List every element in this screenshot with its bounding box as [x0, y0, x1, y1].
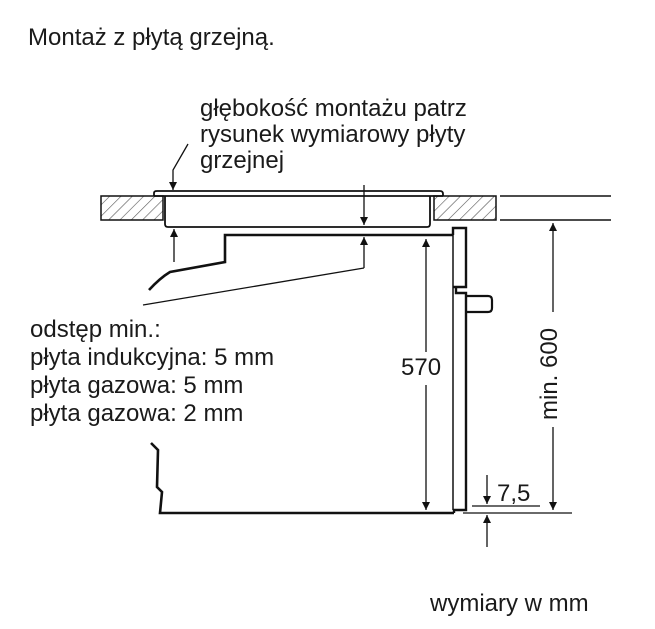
oven-door	[451, 226, 468, 513]
units-note: wymiary w mm	[430, 590, 589, 617]
hob	[153, 190, 444, 228]
countertop-right	[433, 195, 497, 221]
bottom-offset-dimension-label: 7,5	[497, 480, 531, 507]
depth-note-line: głębokość montażu patrz	[200, 95, 467, 122]
gap-note-line: płyta gazowa: 2 mm	[30, 400, 244, 427]
gap-note-line: płyta gazowa: 5 mm	[30, 372, 244, 399]
depth-note-line: grzejnej	[200, 147, 285, 174]
depth-note-line: rysunek wymiarowy płyty	[200, 121, 466, 148]
countertop-left	[100, 195, 164, 221]
gap-note-line: płyta indukcyjna: 5 mm	[30, 344, 275, 371]
depth-leader-arrow	[169, 143, 189, 190]
diagram-title: Montaż z płytą grzejną.	[28, 24, 275, 51]
knob-icon	[466, 294, 494, 314]
oven-body	[148, 233, 454, 515]
gap-note-heading: odstęp min.:	[30, 316, 161, 343]
gap-leader-line	[142, 267, 365, 306]
minimum-gap-note: odstęp min.: płyta indukcyjna: 5 mm płyt…	[30, 316, 274, 428]
mounting-depth-note: głębokość montażu patrz rysunek wymiarow…	[200, 96, 467, 174]
oven-height-dimension-label: 570	[401, 354, 442, 381]
